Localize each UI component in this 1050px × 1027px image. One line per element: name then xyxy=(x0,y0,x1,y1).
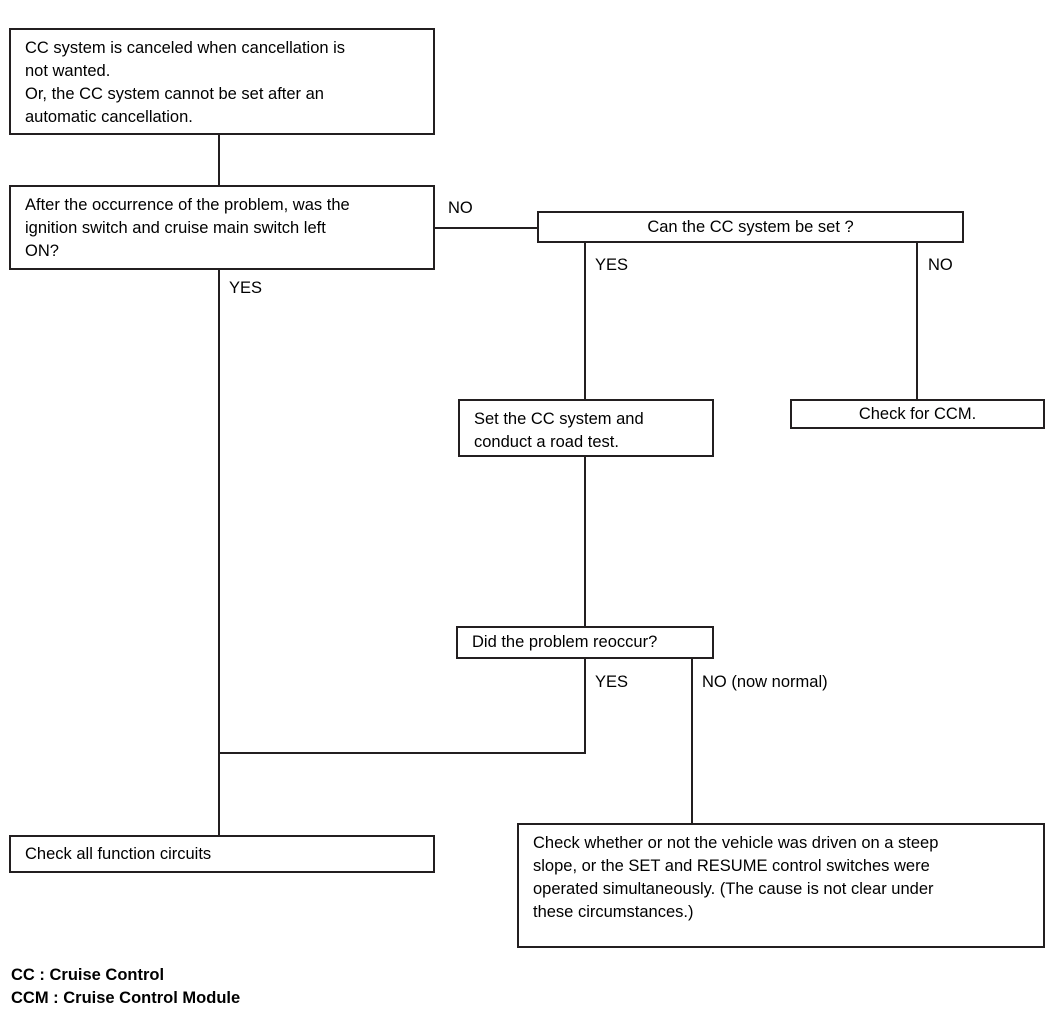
connector-roadtest-to-reoccur xyxy=(584,456,586,627)
node-symptom[interactable]: CC system is canceled when cancellation … xyxy=(9,28,435,135)
connector-reoccur-no-vertical xyxy=(691,658,693,825)
node-question-can-set[interactable]: Can the CC system be set ? xyxy=(537,211,964,243)
edge-label-reoccur-no: NO (now normal) xyxy=(702,673,828,691)
node-question-can-set-text: Can the CC system be set ? xyxy=(647,217,854,236)
edge-label-reoccur-yes: YES xyxy=(595,673,629,691)
node-question-reoccur[interactable]: Did the problem reoccur? xyxy=(456,626,714,659)
edge-label-switches-yes: YES xyxy=(229,279,263,297)
node-question-switches-left-on[interactable]: After the occurrence of the problem, was… xyxy=(9,185,435,270)
node-set-and-road-test[interactable]: Set the CC system and conduct a road tes… xyxy=(458,399,714,457)
connector-canset-yes xyxy=(584,242,586,400)
node-symptom-text: CC system is canceled when cancellation … xyxy=(25,39,346,126)
connector-symptom-to-question xyxy=(218,133,220,185)
edge-label-canset-no: NO xyxy=(928,256,953,274)
connector-question-yes-trunk xyxy=(218,270,220,836)
legend-cc: CC : Cruise Control xyxy=(11,966,165,984)
node-check-all-circuits-text: Check all function circuits xyxy=(25,844,212,863)
node-check-steep-slope-text: Check whether or not the vehicle was dri… xyxy=(533,834,939,921)
node-question-switches-left-on-text: After the occurrence of the problem, was… xyxy=(25,196,350,260)
connector-reoccur-yes-horizontal xyxy=(218,752,586,754)
connector-canset-no xyxy=(916,242,918,400)
connector-reoccur-yes-vertical xyxy=(584,658,586,754)
edge-label-canset-yes: YES xyxy=(595,256,629,274)
node-check-all-circuits[interactable]: Check all function circuits xyxy=(9,835,435,873)
node-question-reoccur-text: Did the problem reoccur? xyxy=(472,633,658,651)
node-check-steep-slope[interactable]: Check whether or not the vehicle was dri… xyxy=(517,823,1045,948)
connector-question-no-horizontal xyxy=(434,227,539,229)
edge-label-switches-no: NO xyxy=(448,199,473,217)
node-check-ccm-text: Check for CCM. xyxy=(858,404,977,423)
legend-ccm: CCM : Cruise Control Module xyxy=(11,989,241,1007)
node-set-and-road-test-text: Set the CC system and conduct a road tes… xyxy=(474,410,644,451)
node-check-ccm[interactable]: Check for CCM. xyxy=(790,399,1045,429)
